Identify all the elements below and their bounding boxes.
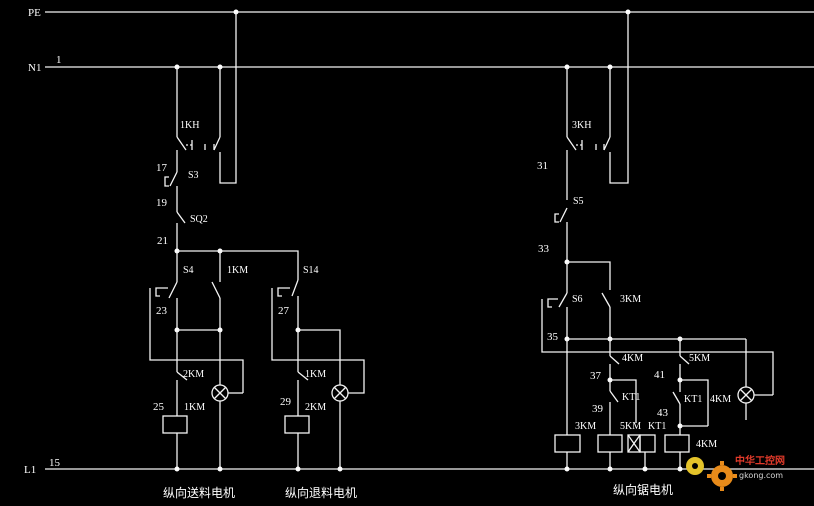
node-41: 41: [654, 369, 665, 381]
device-2km-coil: 2KM: [305, 402, 326, 413]
device-sq2: SQ2: [190, 214, 208, 225]
node-17: 17: [156, 162, 168, 174]
gear-icon: [686, 457, 737, 491]
node-23: 23: [156, 305, 168, 317]
caption-saw-motor: 纵向锯电机: [613, 482, 673, 497]
node-27: 27: [278, 305, 290, 317]
wire-15-label: 15: [49, 457, 61, 469]
device-1km-b: 1KM: [305, 369, 326, 380]
watermark: 中华工控网 gkong.com: [686, 454, 785, 491]
rail-n1-label: N1: [28, 62, 41, 74]
node-43: 43: [657, 407, 669, 419]
device-s4: S4: [183, 265, 194, 276]
device-5km-a: 5KM: [620, 421, 641, 432]
rail-l1-label: L1: [24, 464, 36, 476]
watermark-title: 中华工控网: [735, 454, 785, 467]
caption-retract-motor: 纵向退料电机: [285, 485, 357, 500]
device-4km-coil: 4KM: [696, 439, 717, 450]
device-4km-b: 4KM: [710, 394, 731, 405]
saw-circuit: 3KH 31 S5 33 S6 3KM 35 3KM: [537, 9, 774, 472]
device-s14: S14: [303, 265, 319, 276]
device-s6: S6: [572, 294, 583, 305]
device-5km-a: 5KM: [689, 353, 710, 364]
node-29: 29: [280, 396, 292, 408]
node-35: 35: [547, 331, 559, 343]
device-3kh: 3KH: [572, 120, 591, 131]
node-31: 31: [537, 160, 548, 172]
device-1km-a: 1KM: [227, 265, 248, 276]
node-25: 25: [153, 401, 165, 413]
device-kt1-a: KT1: [622, 392, 640, 403]
device-4km-a: 4KM: [622, 353, 643, 364]
feed-circuits: 1KH 17 S3 19 SQ2 21 S4 1KM 23: [149, 9, 365, 472]
device-s5: S5: [573, 196, 584, 207]
node-19: 19: [156, 197, 168, 209]
device-3km-a: 3KM: [620, 294, 641, 305]
device-1kh: 1KH: [180, 120, 199, 131]
watermark-url: gkong.com: [739, 471, 783, 480]
wire-1-label: 1: [56, 54, 62, 66]
device-kt1-b: KT1: [684, 394, 702, 405]
rail-pe-label: PE: [28, 7, 41, 19]
device-s3: S3: [188, 170, 199, 181]
device-3km-coil: 3KM: [575, 421, 596, 432]
device-1km-coil: 1KM: [184, 402, 205, 413]
node-37: 37: [590, 370, 602, 382]
device-2km-a: 2KM: [183, 369, 204, 380]
node-21: 21: [157, 235, 168, 247]
device-kt1-coil: KT1: [648, 421, 666, 432]
node-39: 39: [592, 403, 604, 415]
node-33: 33: [538, 243, 550, 255]
power-rails: PE N1 L1 1 15: [24, 7, 814, 476]
caption-feed-motor: 纵向送料电机: [163, 485, 235, 500]
